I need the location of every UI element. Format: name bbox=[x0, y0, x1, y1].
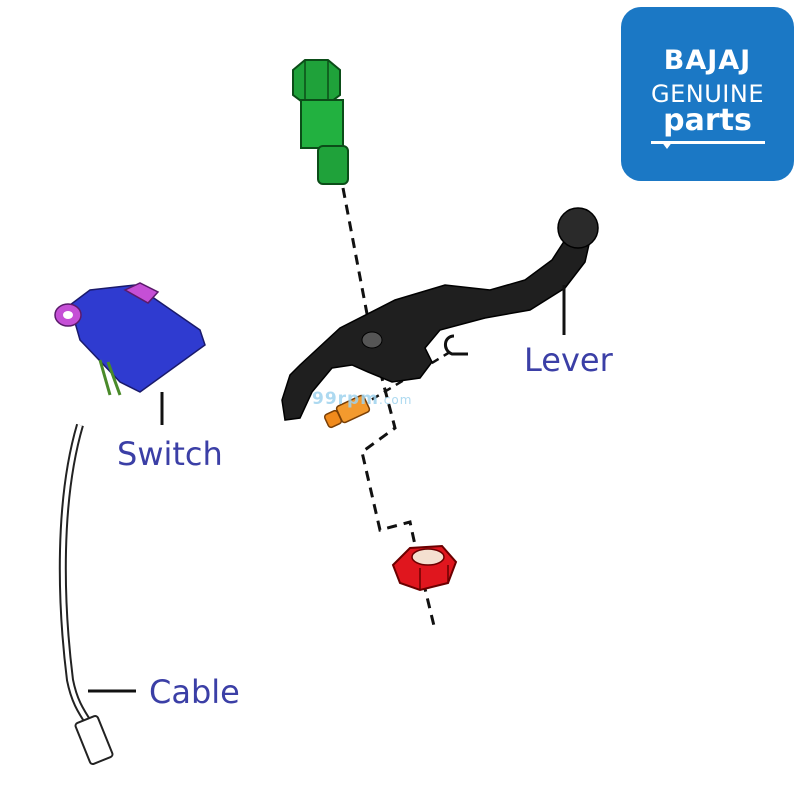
bolt-part bbox=[292, 59, 349, 185]
watermark-main: 99rpm bbox=[312, 389, 379, 409]
lever-label: Lever bbox=[524, 341, 613, 379]
switch-label: Switch bbox=[117, 435, 223, 473]
bajaj-genuine-parts-logo: BAJAJ GENUINE parts bbox=[621, 7, 794, 181]
logo-arrow-icon bbox=[661, 141, 673, 149]
watermark: 99rpm.com bbox=[312, 389, 412, 409]
logo-line2: GENUINE bbox=[651, 80, 764, 108]
logo-underline bbox=[651, 141, 765, 144]
pin-part bbox=[323, 394, 371, 429]
logo-line3: parts bbox=[663, 103, 752, 138]
cable-label: Cable bbox=[149, 673, 240, 711]
logo-brand: BAJAJ bbox=[663, 45, 752, 76]
assembly-axis-line bbox=[341, 187, 437, 631]
watermark-suffix: .com bbox=[378, 393, 413, 407]
nut-part bbox=[391, 544, 458, 592]
clip-part bbox=[444, 334, 468, 356]
cable-part bbox=[58, 423, 114, 765]
lever-part bbox=[281, 207, 599, 421]
switch-part bbox=[54, 282, 206, 396]
